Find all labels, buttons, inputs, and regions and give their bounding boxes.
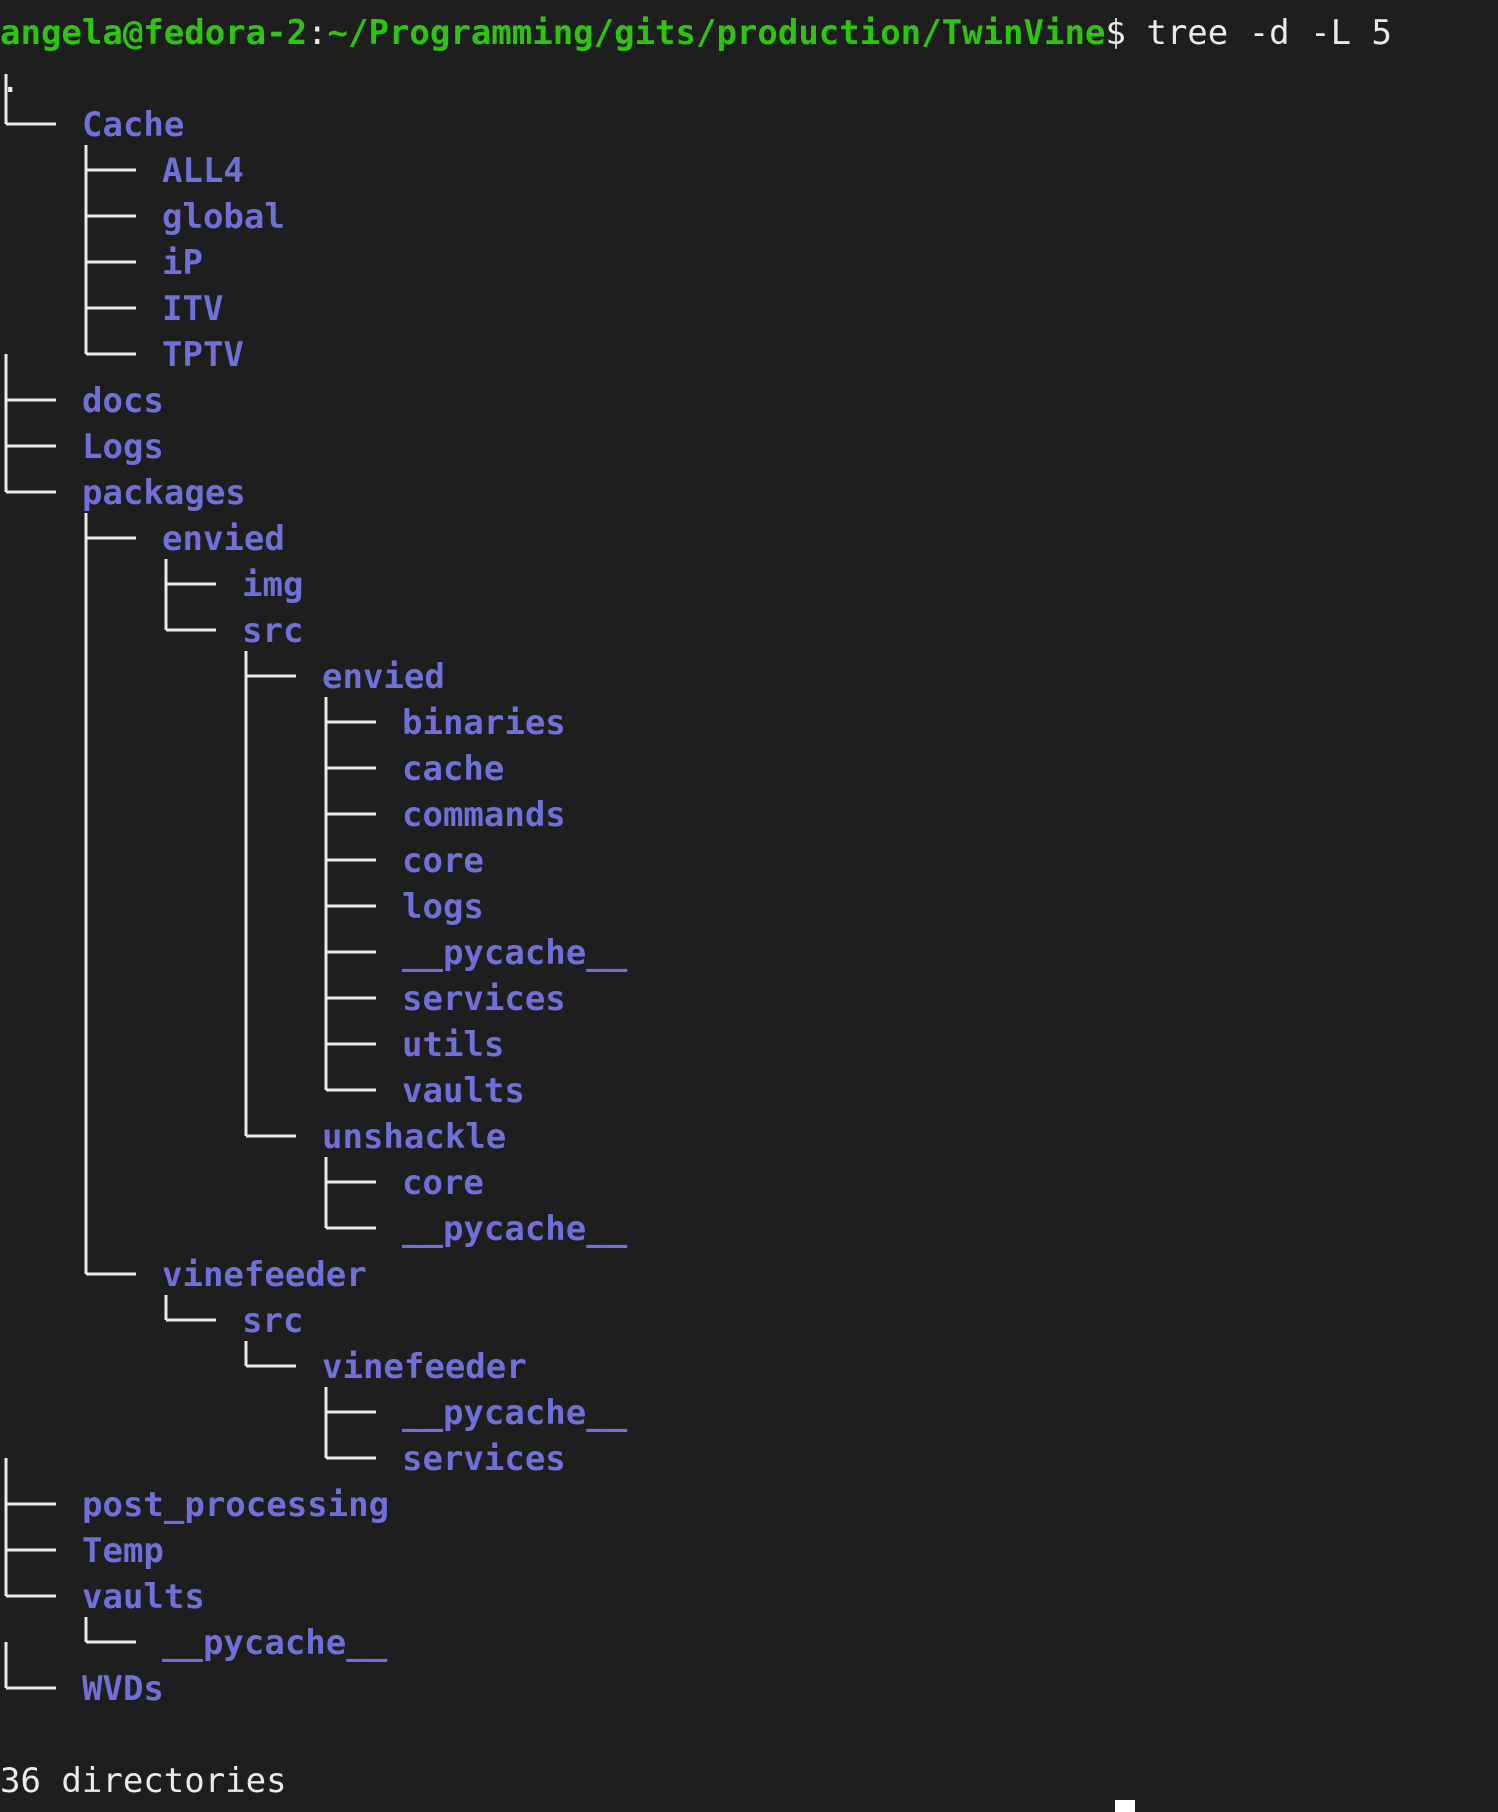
tree-directory-pycache: __pycache__	[402, 933, 628, 973]
tree-directory-pycache: __pycache__	[402, 1209, 628, 1249]
tree-directory-pycache: __pycache__	[402, 1393, 628, 1433]
tree-directory-ip: iP	[162, 243, 203, 283]
tree-directory-global: global	[162, 197, 285, 237]
terminal-cursor	[1115, 1800, 1135, 1812]
tree-directory-vinefeeder: vinefeeder	[162, 1255, 367, 1295]
prompt-symbol: $	[1105, 13, 1126, 53]
tree-directory-unshackle: unshackle	[322, 1117, 507, 1157]
tree-directory-img: img	[242, 565, 304, 605]
tree-directory-src: src	[242, 1301, 304, 1341]
tree-directory-services: services	[402, 1439, 566, 1479]
tree-directory-commands: commands	[402, 795, 566, 835]
tree-directory-all4: ALL4	[162, 151, 244, 191]
prompt-command: tree -d -L 5	[1125, 13, 1392, 53]
tree-directory-temp: Temp	[82, 1531, 164, 1571]
tree-directory-core: core	[402, 841, 484, 881]
tree-directory-cache: cache	[402, 749, 505, 789]
prompt-line: angela@fedora-2:~/Programming/gits/produ…	[0, 10, 1392, 56]
tree-directory-binaries: binaries	[402, 703, 566, 743]
tree-directory-vaults: vaults	[82, 1577, 205, 1617]
tree-directory-src: src	[242, 611, 304, 651]
tree-directory-logs: Logs	[82, 427, 164, 467]
tree-directory-packages: packages	[82, 473, 246, 513]
tree-directory-docs: docs	[82, 381, 164, 421]
tree-directory-envied: envied	[162, 519, 285, 559]
tree-directory-cache: Cache	[82, 105, 185, 145]
tree-directory-pycache: __pycache__	[162, 1623, 388, 1663]
prompt-user-host: angela@fedora-2	[0, 13, 308, 53]
tree-directory-post-processing: post_processing	[82, 1485, 390, 1525]
tree-directory-services: services	[402, 979, 566, 1019]
tree-directory-wvds: WVDs	[82, 1669, 164, 1709]
summary-line: 36 directories	[0, 1761, 287, 1801]
tree-directory-vaults: vaults	[402, 1071, 525, 1111]
tree-directory-logs: logs	[402, 887, 484, 927]
prompt-separator: :	[307, 13, 328, 53]
prompt-path: ~/Programming/gits/production/TwinVine	[327, 13, 1106, 53]
tree-directory-itv: ITV	[162, 289, 224, 329]
tree-directory-core: core	[402, 1163, 484, 1203]
tree-directory-tptv: TPTV	[162, 335, 244, 375]
tree-directory-vinefeeder: vinefeeder	[322, 1347, 527, 1387]
tree-directory-envied: envied	[322, 657, 445, 697]
tree-directory-utils: utils	[402, 1025, 505, 1065]
